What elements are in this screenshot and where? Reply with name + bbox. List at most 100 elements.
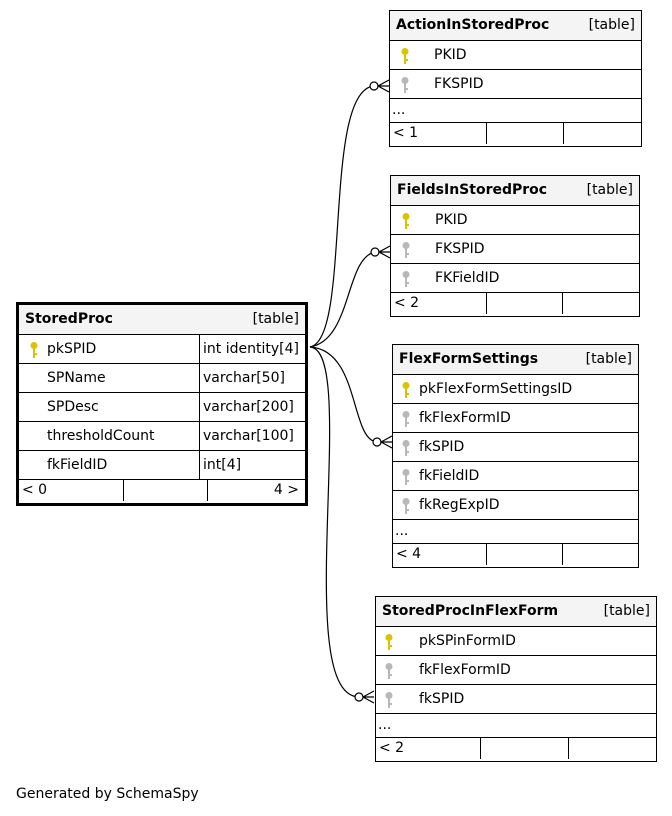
table-storedprocinflexform[interactable]: StoredProcInFlexForm [table] pkSPinFormI…	[375, 596, 657, 762]
primary-key-icon	[385, 634, 393, 650]
column-row[interactable]: thresholdCount varchar[100]	[19, 421, 305, 450]
table-flexformsettings[interactable]: FlexFormSettings [table] pkFlexFormSetti…	[392, 344, 639, 568]
column-name: pkSPID	[47, 341, 97, 357]
foreign-key-icon	[402, 469, 410, 485]
crowfoot-storedprocinflexform	[362, 690, 375, 704]
column-row[interactable]: SPName varchar[50]	[19, 363, 305, 392]
column-row[interactable]: pkSPinFormID	[376, 626, 656, 655]
crowfoot-fieldsinstoredproc	[378, 245, 391, 259]
optional-marker	[370, 247, 380, 257]
column-row[interactable]: FKSPID	[391, 234, 639, 263]
column-row[interactable]: fkFlexFormID	[376, 655, 656, 684]
column-name: FKSPID	[435, 241, 485, 257]
table-title: StoredProcInFlexForm	[382, 603, 559, 619]
primary-key-icon	[401, 48, 409, 64]
column-row[interactable]: pkFlexFormSettingsID	[393, 374, 638, 403]
relationship-storedprocinflexform	[309, 346, 360, 698]
foreign-key-icon	[385, 663, 393, 679]
table-header: StoredProc [table]	[19, 305, 305, 334]
table-header: ActionInStoredProc [table]	[390, 11, 641, 40]
table-kind: [table]	[585, 351, 632, 367]
table-actioninstoredproc[interactable]: ActionInStoredProc [table] PKID FKSPID .…	[389, 10, 642, 147]
table-title: FieldsInStoredProc	[397, 182, 548, 198]
parent-count: < 2	[379, 740, 405, 756]
optional-marker	[369, 81, 379, 91]
column-name: PKID	[434, 47, 467, 63]
table-header: FlexFormSettings [table]	[393, 345, 638, 374]
column-name: fkSPID	[419, 439, 465, 455]
table-header: FieldsInStoredProc [table]	[391, 176, 639, 205]
column-row[interactable]: PKID	[391, 205, 639, 234]
optional-marker	[354, 692, 364, 702]
foreign-key-icon	[402, 242, 410, 258]
optional-marker	[372, 437, 382, 447]
table-kind: [table]	[603, 603, 650, 619]
table-footer: < 4	[393, 543, 638, 567]
relationship-flexformsettings	[309, 346, 378, 443]
column-row[interactable]: fkRegExpID	[393, 490, 638, 519]
column-row[interactable]: fkSPID	[376, 684, 656, 713]
foreign-key-icon	[402, 498, 410, 514]
parent-count: < 1	[393, 125, 419, 141]
column-name: fkRegExpID	[419, 497, 500, 513]
more-columns-row: ...	[376, 713, 656, 737]
column-row[interactable]: PKID	[390, 40, 641, 69]
column-row[interactable]: fkFieldID int[4]	[19, 450, 305, 479]
table-title: FlexFormSettings	[399, 351, 539, 367]
column-row[interactable]: FKSPID	[390, 69, 641, 98]
foreign-key-icon	[385, 692, 393, 708]
more-columns-row: ...	[393, 519, 638, 543]
table-title: ActionInStoredProc	[396, 17, 550, 33]
foreign-key-icon	[402, 440, 410, 456]
column-name: thresholdCount	[47, 428, 155, 444]
column-name: SPName	[47, 370, 106, 386]
more-columns-row: ...	[390, 98, 641, 122]
column-row[interactable]: fkSPID	[393, 432, 638, 461]
foreign-key-icon	[402, 411, 410, 427]
more-columns: ...	[395, 523, 409, 539]
column-type: int[4]	[203, 457, 242, 473]
parent-count: < 4	[396, 546, 422, 562]
column-name: fkSPID	[419, 691, 465, 707]
primary-key-icon	[30, 342, 38, 358]
column-row[interactable]: pkSPID int identity[4]	[19, 334, 305, 363]
relationship-actioninstoredproc	[309, 85, 375, 348]
generated-by-label: Generated by SchemaSpy	[16, 786, 199, 802]
column-row[interactable]: fkFieldID	[393, 461, 638, 490]
column-name: SPDesc	[47, 399, 99, 415]
child-count: 4 >	[273, 482, 299, 498]
parent-count: < 2	[394, 295, 420, 311]
table-fieldsinstoredproc[interactable]: FieldsInStoredProc [table] PKID FKSPID F…	[390, 175, 640, 317]
column-type: varchar[100]	[203, 428, 294, 444]
column-name: FKSPID	[434, 76, 484, 92]
table-footer: < 0 4 >	[19, 479, 305, 503]
more-columns: ...	[392, 102, 406, 118]
more-columns: ...	[378, 717, 392, 733]
crowfoot-actioninstoredproc	[377, 79, 390, 93]
table-kind: [table]	[586, 182, 633, 198]
table-footer: < 2	[376, 737, 656, 761]
column-row[interactable]: FKFieldID	[391, 263, 639, 292]
column-name: fkFieldID	[419, 468, 480, 484]
column-row[interactable]: SPDesc varchar[200]	[19, 392, 305, 421]
table-kind: [table]	[588, 17, 635, 33]
column-name: fkFieldID	[47, 457, 108, 473]
primary-key-icon	[402, 382, 410, 398]
column-name: PKID	[435, 212, 468, 228]
relationship-fieldsinstoredproc	[309, 251, 376, 348]
parent-count: < 0	[22, 482, 48, 498]
column-name: pkFlexFormSettingsID	[419, 381, 573, 397]
column-name: fkFlexFormID	[419, 662, 511, 678]
column-row[interactable]: fkFlexFormID	[393, 403, 638, 432]
column-name: FKFieldID	[435, 270, 500, 286]
foreign-key-icon	[401, 77, 409, 93]
column-type: varchar[200]	[203, 399, 294, 415]
column-type: int identity[4]	[203, 341, 299, 357]
table-title: StoredProc	[25, 311, 113, 327]
table-storedproc[interactable]: StoredProc [table] pkSPID int identity[4…	[16, 302, 308, 506]
column-type: varchar[50]	[203, 370, 285, 386]
table-header: StoredProcInFlexForm [table]	[376, 597, 656, 626]
crowfoot-flexformsettings	[380, 435, 393, 449]
column-name: pkSPinFormID	[419, 633, 516, 649]
